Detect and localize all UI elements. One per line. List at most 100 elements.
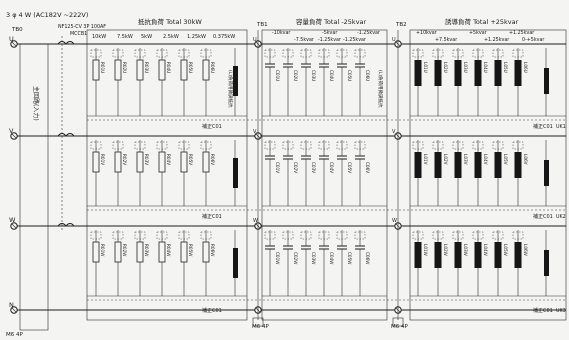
r-0-5-body	[202, 59, 210, 81]
c-2-4-switch	[336, 231, 348, 240]
l-correction-3: 補正C01	[533, 307, 553, 314]
c-2-4-tag: C05W	[347, 252, 352, 264]
r-1-5-switch	[200, 141, 212, 150]
tb0-terminal-0-mark	[11, 41, 17, 47]
resistive-group-title: 抵抗負荷 Total 30kW	[138, 17, 202, 26]
terminal-tb2-label: TB2	[395, 22, 407, 28]
main-input-label: 主回路(入力)	[32, 86, 40, 121]
l-trim-0	[544, 68, 549, 94]
r-1-2-body	[136, 151, 144, 173]
r-0-3-switch	[156, 49, 168, 58]
l-1-4-switch	[492, 141, 504, 150]
c-step-top-3: -1.25kvar	[357, 30, 380, 36]
breaker-contact-2	[57, 223, 67, 227]
phase-w-label: W	[9, 216, 16, 224]
terminal-tb0-label: TB0	[11, 27, 23, 33]
terminal-bottom-label-1: M6 4P	[6, 332, 23, 338]
r-1-1-switch	[112, 141, 124, 150]
inductive-frame	[409, 29, 567, 321]
c-1-5-tag: C06V	[365, 162, 370, 173]
capacitive-group-title: 容量負荷 Total -25kvar	[296, 17, 367, 26]
c-step-top-2: -5kvar	[322, 30, 337, 36]
l-2-2-switch	[452, 231, 464, 240]
r-1-1-tag: R02V	[122, 154, 127, 165]
r-step-5: 1.25kW	[187, 34, 206, 40]
c-1-2-switch	[300, 141, 312, 150]
l-step-bottom-3: 0-+5kvar	[522, 37, 544, 43]
c-1-0-switch	[264, 141, 276, 150]
r-trim-2	[233, 248, 238, 278]
l-0-3-tag: L04U	[483, 62, 488, 73]
r-2-1-switch	[112, 231, 124, 240]
breaker-contact-b-2	[65, 223, 75, 227]
r-trim-1	[233, 158, 238, 188]
l-1-1-switch	[432, 141, 444, 150]
breaker-sub: MCCB1	[70, 31, 87, 37]
c-0-1-tag: C02U	[293, 70, 298, 81]
r-1-5-body	[202, 151, 210, 173]
l-1-4-core	[494, 152, 502, 178]
l-0-2-switch	[452, 49, 464, 58]
r-1-0-body	[92, 151, 100, 173]
r-1-1-body	[114, 151, 122, 173]
r-2-3-body	[158, 241, 166, 263]
l-2-5-core	[514, 242, 522, 268]
c-1-4-tag: C05V	[347, 162, 352, 173]
c-2-0-switch	[264, 231, 276, 240]
r-1-5-tag: R06V	[210, 154, 215, 165]
tb2-phase-w: W	[392, 218, 397, 224]
r-2-5-switch	[200, 231, 212, 240]
c-2-2-switch	[300, 231, 312, 240]
l-2-1-tag: L02W	[443, 244, 448, 256]
c-1-1-switch	[282, 141, 294, 150]
c-0-0-switch	[264, 49, 276, 58]
r-2-1-tag: R02W	[122, 244, 127, 256]
tb0-terminal-3-mark	[11, 307, 17, 313]
l-2-5-switch	[512, 231, 524, 240]
l-1-3-tag: L04V	[483, 154, 488, 165]
r-0-4-tag: R05U	[188, 62, 193, 73]
c-1-3-tag: C04V	[329, 162, 334, 173]
l-1-4-tag: L05V	[503, 154, 508, 165]
l-2-2-tag: L03W	[463, 244, 468, 256]
c-2-2-tag: C03W	[311, 252, 316, 264]
r-correction-2: 補正C01	[202, 213, 222, 220]
terminal-bottom-label-3: M6 4P	[391, 324, 408, 330]
l-1-0-switch	[412, 141, 424, 150]
c-2-1-tag: C02W	[293, 252, 298, 264]
r-0-4-switch	[178, 49, 190, 58]
l-1-5-switch	[512, 141, 524, 150]
r-2-2-switch	[134, 231, 146, 240]
r-2-4-body	[180, 241, 188, 263]
r-step-1: 10kW	[92, 34, 106, 40]
c-2-1-switch	[282, 231, 294, 240]
r-0-2-body	[136, 59, 144, 81]
l-2-1-switch	[432, 231, 444, 240]
l-0-1-tag: L02U	[443, 62, 448, 73]
r-0-2-switch	[134, 49, 146, 58]
l-1-0-core	[414, 152, 422, 178]
r-step-4: 2.5kW	[163, 34, 179, 40]
r-2-2-body	[136, 241, 144, 263]
tb2-phase-u: U	[392, 37, 396, 43]
l-edge-1: UK1	[556, 124, 566, 130]
l-2-0-core	[414, 242, 422, 268]
c-1-4-switch	[336, 141, 348, 150]
l-0-5-tag: L06U	[523, 62, 528, 73]
system-label: 3 φ 4 W (AC182V ~222V)	[6, 11, 88, 19]
r-1-2-switch	[134, 141, 146, 150]
l-0-3-core	[474, 60, 482, 86]
r-0-0-switch	[90, 49, 102, 58]
inductive-group-title: 誘導負荷 Total +25kvar	[445, 17, 519, 26]
r-2-4-tag: R05W	[188, 244, 193, 256]
wiring	[10, 29, 567, 331]
l-edge-3: UK3	[556, 308, 566, 314]
c-0-0-tag: C01U	[275, 70, 280, 81]
l-2-2-core	[454, 242, 462, 268]
r-trim-0	[233, 66, 238, 96]
r-2-0-tag: R01W	[100, 244, 105, 256]
r-2-4-switch	[178, 231, 190, 240]
tb2-foot	[392, 317, 404, 327]
l-step-top-2: +5kvar	[469, 30, 487, 36]
l-trim-2	[544, 250, 549, 276]
